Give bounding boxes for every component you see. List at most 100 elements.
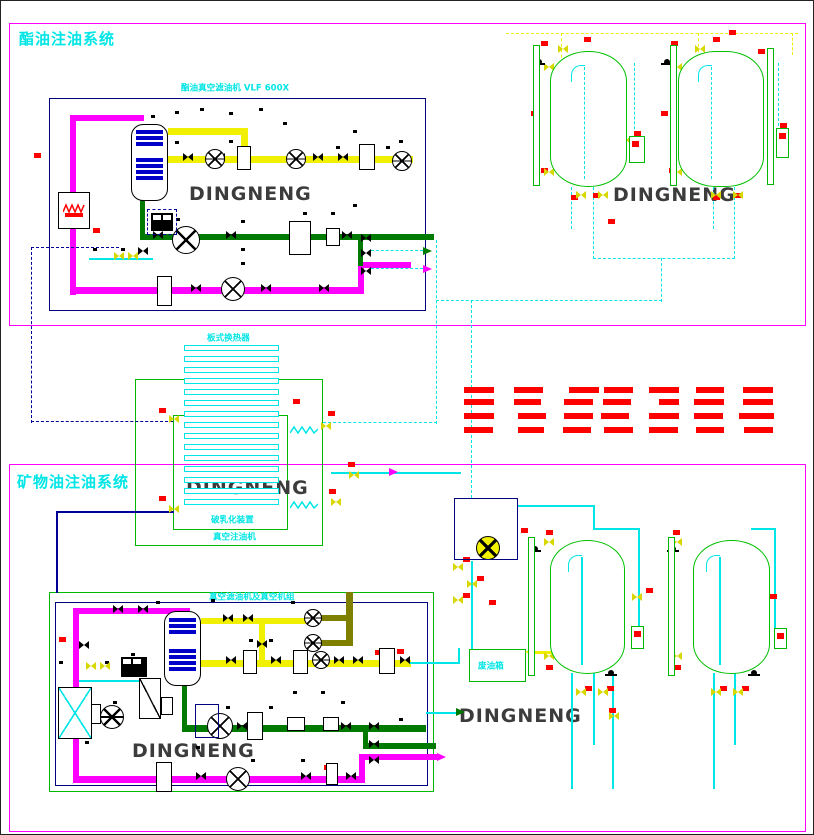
fitting-mark-icon	[226, 706, 230, 709]
control-panel	[121, 657, 147, 677]
dashed-line	[593, 187, 594, 259]
redacted-bar	[464, 427, 493, 433]
redacted-bar	[464, 387, 494, 393]
fitting-mark-icon	[269, 706, 273, 709]
radiator-fin	[184, 444, 279, 450]
fitting-mark-icon	[249, 639, 253, 642]
valve-flag-icon	[159, 496, 166, 501]
filter-vessel	[379, 648, 395, 674]
fitting-mark-icon	[251, 759, 255, 762]
waste-oil-tank-label: 废油箱	[478, 661, 504, 672]
fan-pump-icon	[304, 634, 322, 652]
filter-vessel	[359, 144, 375, 170]
fitting-mark-icon	[176, 218, 180, 221]
valve-icon	[128, 252, 138, 260]
dashed-line	[506, 33, 798, 34]
dashed-line	[436, 240, 437, 424]
redacted-bar	[744, 427, 773, 433]
valve-icon	[342, 231, 352, 239]
valve-icon	[86, 662, 96, 670]
valve-icon	[100, 662, 110, 670]
heat-exchanger	[58, 687, 92, 739]
redacted-bar	[464, 399, 494, 405]
valve-icon	[361, 249, 371, 257]
thin-line	[638, 528, 640, 598]
dashed-line	[778, 63, 779, 131]
valve-flag-icon	[293, 399, 300, 404]
valve-flag-icon	[671, 41, 678, 46]
thin-line	[612, 673, 614, 789]
filter-vessel	[289, 221, 311, 255]
fan-pump-icon	[392, 151, 412, 171]
fitting-mark-icon	[241, 220, 245, 223]
valve-icon	[453, 596, 463, 604]
tank-fill-pipe-hook	[568, 555, 582, 572]
dashed-line	[371, 268, 423, 269]
valve-icon	[319, 284, 329, 292]
valve-icon	[576, 191, 586, 199]
pipe	[73, 608, 190, 614]
valve-flag-icon	[329, 489, 336, 494]
valve-icon	[313, 153, 323, 161]
redacted-bar	[603, 399, 631, 405]
filter-vessel	[323, 717, 339, 731]
valve-icon	[237, 722, 247, 730]
radiator-fin	[184, 422, 279, 428]
valve-flag-icon	[770, 594, 777, 599]
valve-flag-icon	[780, 123, 787, 128]
thin-line	[471, 561, 473, 649]
redacted-bar	[649, 387, 679, 393]
tank-fill-pipe	[719, 557, 721, 665]
thin-line	[458, 648, 460, 664]
ester-system-boundary	[9, 23, 806, 326]
valve-flag-icon	[609, 708, 616, 713]
vessel-band	[169, 618, 196, 634]
fitting-mark-icon	[151, 115, 155, 118]
filter-vessel	[161, 697, 173, 715]
valve-icon	[79, 641, 89, 649]
butterfly-valve-icon	[529, 546, 541, 554]
valve-flag-icon	[397, 649, 404, 654]
valve-flag-icon	[375, 650, 382, 655]
redacted-bar	[518, 413, 546, 419]
valve-flag-icon	[93, 228, 100, 233]
valve-icon	[711, 191, 721, 199]
redacted-bar	[564, 399, 593, 405]
pipe	[73, 776, 365, 783]
valve-icon	[169, 505, 179, 513]
filter-vessel	[243, 650, 257, 674]
valve-icon	[453, 563, 463, 571]
dashed-line	[371, 250, 423, 251]
ester-filter-machine-box	[49, 98, 426, 311]
radiator-fin	[184, 477, 279, 483]
valve-flag-icon	[593, 193, 600, 198]
pipe	[359, 754, 365, 782]
vessel-band	[169, 649, 196, 671]
radiator-fin	[184, 400, 279, 406]
valve-flag-icon	[328, 411, 335, 416]
waste-oil-tank	[469, 649, 526, 682]
cooler-unit	[139, 678, 161, 719]
valve-flag-icon	[673, 530, 680, 535]
device1-label: 破乳化装置	[211, 515, 254, 526]
tank-fill-pipe	[711, 67, 712, 179]
valve-flag-icon	[729, 30, 736, 35]
valve-icon	[632, 593, 642, 601]
fitting-mark-icon	[211, 599, 215, 602]
dashed-line	[634, 63, 635, 139]
valve-icon	[467, 580, 477, 588]
level-gauge	[670, 45, 677, 186]
redacted-bar	[564, 413, 593, 419]
pipe	[70, 287, 364, 294]
flow-arrow-icon	[423, 265, 432, 273]
watermark: DINGNENG	[132, 740, 255, 762]
transfer-pump-icon	[476, 536, 500, 560]
valve-icon	[369, 740, 379, 748]
fitting-mark-icon	[336, 146, 340, 149]
dashed-line	[593, 258, 735, 259]
thin-line	[774, 528, 776, 630]
dashed-line	[31, 247, 32, 423]
valve-icon	[223, 614, 233, 622]
fitting-mark-icon	[293, 691, 297, 694]
pipe	[241, 128, 248, 163]
